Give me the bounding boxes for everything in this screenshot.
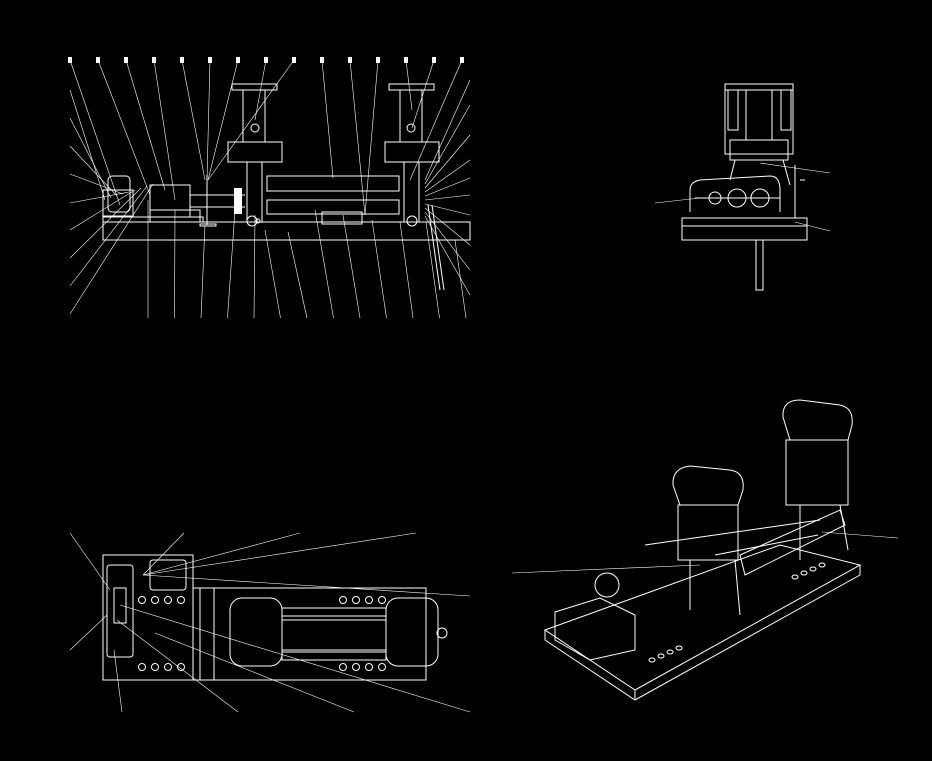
top-view — [69, 532, 471, 713]
leader-line — [254, 59, 267, 121]
leader-line — [409, 59, 463, 181]
bolt-hole — [339, 596, 347, 604]
bolt-hole — [378, 596, 386, 604]
leader-line — [321, 59, 334, 179]
side-view — [654, 83, 831, 291]
leader-line — [200, 224, 206, 319]
leader-line — [206, 59, 211, 179]
bolt-hole — [365, 596, 373, 604]
leader-line — [424, 134, 471, 189]
balloon-marker-icon — [124, 57, 128, 63]
leader-line — [424, 207, 471, 246]
leader-line — [69, 117, 112, 199]
leader-line — [181, 59, 206, 181]
leader-line — [153, 59, 176, 201]
balloon-marker-icon — [68, 57, 72, 63]
bolt-hole — [339, 663, 347, 671]
bolt-hole — [378, 663, 386, 671]
leader-line — [424, 104, 471, 185]
leader-line — [424, 203, 471, 216]
balloon-marker-icon — [348, 57, 352, 63]
bolt-hole — [648, 657, 656, 663]
leader-line — [69, 183, 154, 315]
leader-line — [253, 214, 256, 319]
leader-line — [264, 229, 281, 319]
leader-line — [364, 59, 379, 216]
bolt-hole — [164, 596, 172, 604]
leader-line — [314, 209, 334, 319]
bolt-hole — [151, 596, 159, 604]
leader-line — [69, 189, 136, 231]
leader-line — [69, 173, 124, 195]
leader-line — [207, 59, 239, 181]
leader-line — [411, 59, 435, 129]
leader-line — [227, 209, 236, 319]
leader-line — [69, 187, 142, 259]
balloon-marker-icon — [264, 57, 268, 63]
bolt-hole — [352, 596, 360, 604]
leader-line — [174, 209, 176, 319]
balloon-marker-icon — [180, 57, 184, 63]
bolt-hole — [177, 596, 185, 604]
balloon-marker-icon — [320, 57, 324, 63]
bolt-hole — [809, 566, 817, 572]
leader-line — [69, 89, 106, 201]
balloon-marker-icon — [432, 57, 436, 63]
balloon-marker-icon — [460, 57, 464, 63]
leader-line — [69, 185, 148, 287]
bolt-hole — [164, 663, 172, 671]
leader-line — [424, 79, 471, 181]
bolt-hole — [818, 562, 826, 568]
leader-line — [424, 194, 471, 201]
isometric-view — [511, 399, 899, 701]
leader-line — [424, 159, 471, 193]
balloon-marker-icon — [152, 57, 156, 63]
balloon-marker-icon — [376, 57, 380, 63]
leader-line — [424, 211, 471, 271]
leader-line — [349, 59, 366, 216]
bolt-hole — [800, 570, 808, 576]
front-view — [68, 57, 471, 319]
leader-line — [69, 145, 118, 197]
leader-line — [125, 59, 166, 191]
leader-line — [425, 221, 440, 319]
leader-line — [405, 59, 413, 111]
bolt-hole — [791, 574, 799, 580]
leader-line — [97, 59, 151, 196]
bolt-hole — [365, 663, 373, 671]
bolt-hole — [138, 663, 146, 671]
bolt-hole — [657, 653, 665, 659]
bolt-hole — [352, 663, 360, 671]
balloon-marker-icon — [96, 57, 100, 63]
bolt-hole — [138, 596, 146, 604]
leader-line — [399, 221, 414, 319]
balloon-marker-icon — [404, 57, 408, 63]
leader-line — [69, 191, 130, 204]
bolt-hole — [666, 649, 674, 655]
bolt-hole — [177, 663, 185, 671]
leader-line — [424, 177, 471, 197]
balloon-marker-icon — [236, 57, 240, 63]
leader-line — [424, 215, 471, 296]
leader-line — [207, 59, 295, 181]
leader-line — [342, 214, 361, 319]
bolt-hole — [151, 663, 159, 671]
balloon-marker-icon — [292, 57, 296, 63]
leader-line — [454, 239, 467, 319]
bolt-hole — [675, 645, 683, 651]
leader-line — [287, 231, 308, 319]
leader-line — [371, 219, 387, 319]
balloon-marker-icon — [208, 57, 212, 63]
leader-line — [69, 59, 121, 206]
